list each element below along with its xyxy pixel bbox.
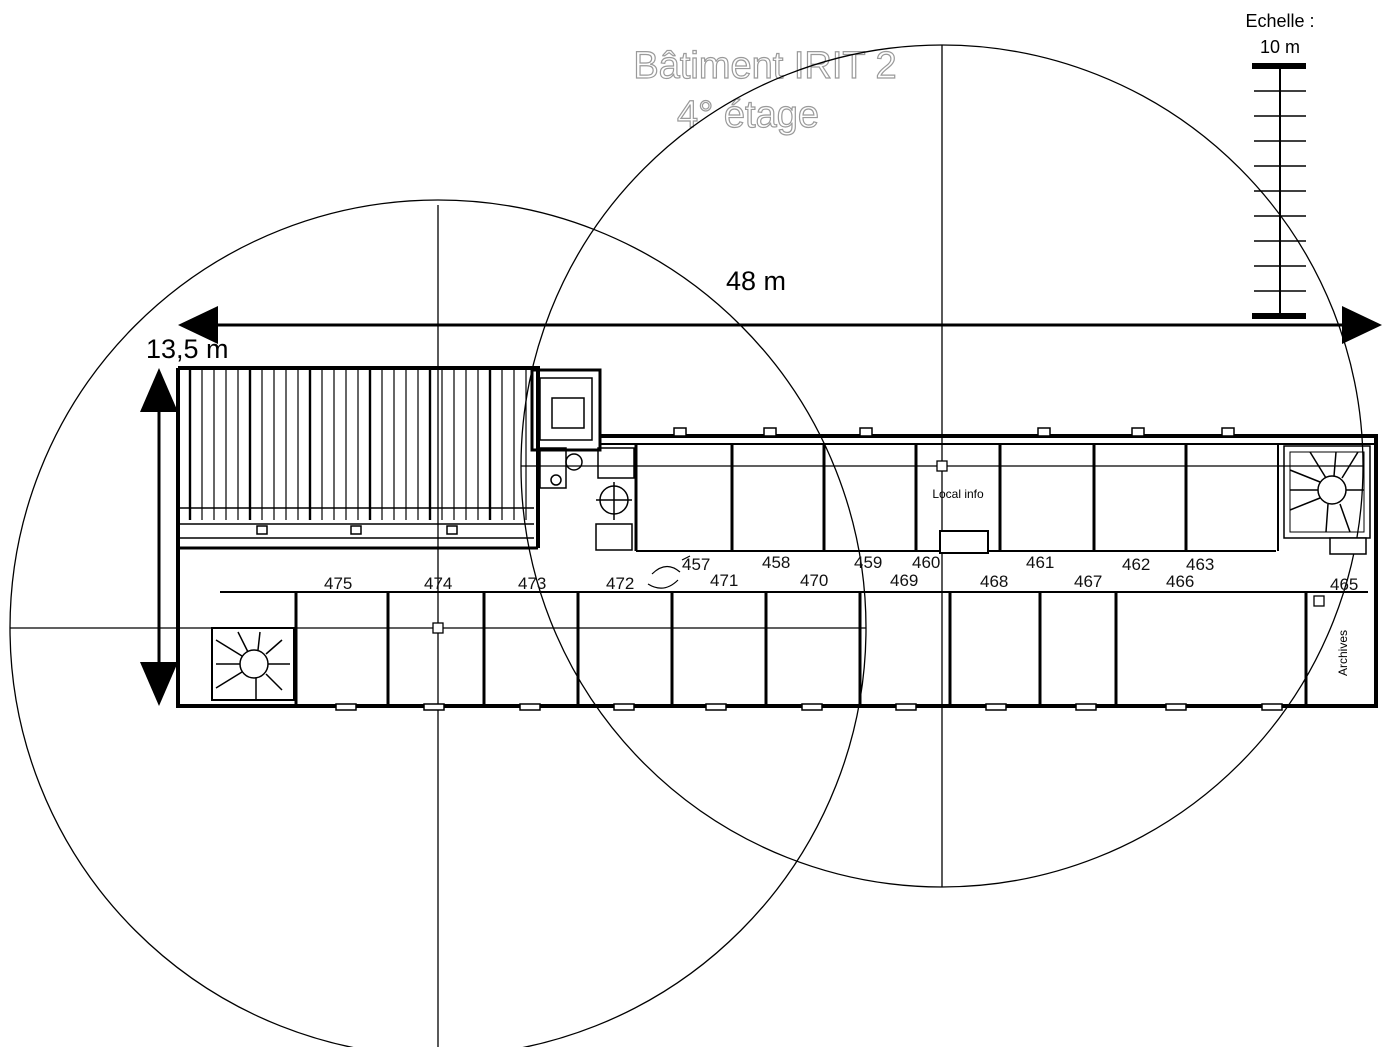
height-label: 13,5 m <box>146 334 229 364</box>
coverage-circle-left <box>9 199 867 1047</box>
title-line1: Bâtiment IRIT 2 <box>633 45 896 87</box>
stair-right <box>1283 445 1371 539</box>
room-number-460: 460 <box>912 553 940 572</box>
archives-label: Archives <box>1336 630 1350 676</box>
lower-partitions <box>294 592 1308 706</box>
room-number-472: 472 <box>606 574 634 593</box>
door-swings <box>647 555 691 589</box>
room-number-465: 465 <box>1330 575 1358 594</box>
room-number-475: 475 <box>324 574 352 593</box>
room-number-469: 469 <box>890 571 918 590</box>
upper-partitions <box>730 444 1188 551</box>
room-number-459: 459 <box>854 553 882 572</box>
room-number-471: 471 <box>710 571 738 590</box>
room-number-468: 468 <box>980 572 1008 591</box>
sanitary-block <box>539 377 635 551</box>
room-number-458: 458 <box>762 553 790 572</box>
room-numbers-bottom: 475 474 473 472 471 470 469 468 467 466 465 <box>324 571 1358 594</box>
scale-bar: Echelle : 10 m <box>1245 11 1315 319</box>
access-point-marker <box>936 460 948 472</box>
room-number-467: 467 <box>1074 572 1102 591</box>
roof-hatching <box>180 370 534 539</box>
facade-windows <box>256 427 1283 711</box>
scale-value: 10 m <box>1260 37 1300 57</box>
plan-title: Bâtiment IRIT 2 4° étage <box>633 44 897 136</box>
scale-label: Echelle : <box>1245 11 1314 31</box>
room-number-462: 462 <box>1122 555 1150 574</box>
building-walls <box>176 366 1378 708</box>
room-number-461: 461 <box>1026 553 1054 572</box>
width-label: 48 m <box>726 266 786 296</box>
room-numbers-top: 457 458 459 460 461 462 463 <box>682 553 1214 574</box>
room-number-457: 457 <box>682 555 710 574</box>
title-line2: 4° étage <box>677 94 819 136</box>
room-number-470: 470 <box>800 571 828 590</box>
height-dimension: 13,5 m <box>140 334 229 706</box>
local-info-label: Local info <box>932 487 984 501</box>
room-number-466: 466 <box>1166 572 1194 591</box>
width-dimension: 48 m <box>178 266 1382 344</box>
room-number-463: 463 <box>1186 555 1214 574</box>
stair-left <box>215 631 290 700</box>
room-number-474: 474 <box>424 574 452 593</box>
room-number-473: 473 <box>518 574 546 593</box>
